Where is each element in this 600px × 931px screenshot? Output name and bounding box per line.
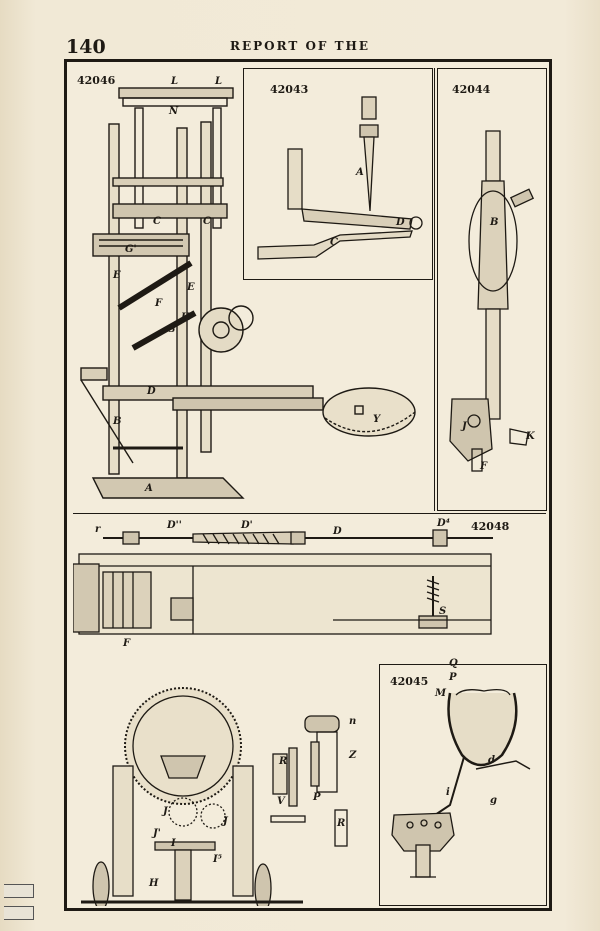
label-D4: D⁴ <box>437 518 451 529</box>
label-I5: I⁵ <box>213 854 223 865</box>
label-n: n <box>349 716 357 727</box>
figure-number: 42045 <box>390 675 429 688</box>
label-C: C <box>153 216 161 227</box>
label-H: H <box>181 312 191 323</box>
figure-42048-drawing <box>73 529 493 906</box>
figure-42048-panel: 42048 <box>73 516 547 906</box>
page-number: 140 <box>66 36 106 58</box>
label-Z: Z <box>349 750 357 761</box>
label-E: E <box>113 270 121 281</box>
label-F: F <box>155 298 163 309</box>
label-M: M <box>435 688 447 699</box>
label-r: r <box>95 524 101 535</box>
figure-42043-drawing <box>257 96 423 260</box>
figure-number: 42048 <box>471 520 510 533</box>
label-F: F <box>480 461 488 472</box>
label-A: A <box>145 483 153 494</box>
figure-number: 42046 <box>77 74 116 87</box>
label-P: P <box>449 672 457 683</box>
label-i: i <box>446 787 450 798</box>
label-B: B <box>490 217 499 228</box>
label-H: H <box>149 878 159 889</box>
label-F: F <box>123 638 131 649</box>
page-tab[interactable] <box>4 884 34 898</box>
figure-42045-panel: 42045 d i g <box>379 664 547 906</box>
running-head: REPORT OF THE <box>229 39 371 53</box>
label-Q: Q <box>449 658 458 669</box>
label-C: C <box>330 237 338 248</box>
label-A: A <box>356 167 364 178</box>
label-R: R <box>337 818 346 829</box>
divider <box>73 513 546 515</box>
figure-42045-drawing <box>391 689 531 878</box>
label-G: G <box>167 324 176 335</box>
label-D: D <box>396 217 405 228</box>
label-C: C <box>203 216 211 227</box>
label-R: R <box>279 756 288 767</box>
figure-42044-panel: 42044 B J K F <box>437 68 547 511</box>
label-D-prime: D' <box>241 520 253 531</box>
label-L: L <box>215 76 223 87</box>
figure-number: 42043 <box>270 83 309 96</box>
figure-42046-drawing <box>80 87 416 499</box>
label-D: D <box>147 386 156 397</box>
illustration-plate: 42046 <box>64 59 552 911</box>
label-V: V <box>277 796 285 807</box>
label-S: S <box>439 606 447 617</box>
label-J: J <box>163 806 168 817</box>
label-B: B <box>113 416 122 427</box>
label-J-prime: J' <box>153 828 161 839</box>
figure-42044-drawing <box>449 130 535 472</box>
label-N: N <box>169 106 179 117</box>
label-L: L <box>171 76 179 87</box>
figure-42043-panel: 42043 A D C <box>243 68 433 280</box>
label-J: J <box>462 421 467 432</box>
page-tab[interactable] <box>4 906 34 920</box>
label-J: J <box>223 816 228 827</box>
figure-42046-panel: 42046 <box>73 68 435 511</box>
label-I: I <box>171 838 176 849</box>
figure-number: 42044 <box>452 83 491 96</box>
label-d: d <box>488 755 495 766</box>
label-K: K <box>526 431 535 442</box>
label-g: g <box>490 795 497 806</box>
label-G-prime: G' <box>125 244 137 255</box>
divider <box>434 68 436 511</box>
label-E: E <box>187 282 195 293</box>
label-P: P <box>313 792 321 803</box>
label-D: D <box>333 526 342 537</box>
label-D-double-prime: D'' <box>167 520 182 531</box>
label-Y: Y <box>373 414 381 425</box>
